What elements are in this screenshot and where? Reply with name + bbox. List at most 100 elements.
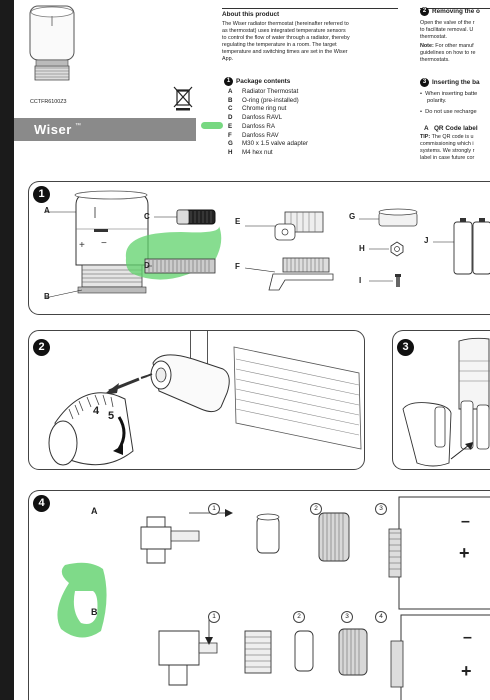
item-key: D xyxy=(228,114,233,122)
part-label-b: B xyxy=(44,292,50,301)
dial-number-4: 4 xyxy=(93,405,100,417)
part-label-h: H xyxy=(359,244,365,253)
note-line: thermostats. xyxy=(420,57,450,63)
item-key: A xyxy=(228,88,233,95)
bullet-text: When inserting batte xyxy=(425,91,478,97)
highlight-mark xyxy=(201,122,223,129)
note-label: Note: xyxy=(420,43,434,49)
brand-bar: Wiser ™ xyxy=(14,118,196,141)
removing-drawing: 4 5 xyxy=(48,331,362,466)
item-key: E xyxy=(228,122,233,130)
item-key: F xyxy=(228,131,232,139)
note-line: guidelines on how to re xyxy=(420,50,476,56)
item-label: Danfoss RA xyxy=(242,122,276,130)
about-line: App. xyxy=(222,56,234,62)
qr-title: QR Code label xyxy=(433,125,478,132)
qr-line: commissioning which i xyxy=(420,141,474,147)
panel-removing-illustration: 2 4 5 xyxy=(28,330,365,470)
battery-drawing xyxy=(402,337,490,467)
row-b-label: B xyxy=(91,607,98,617)
thermostat-product-icon xyxy=(29,5,75,81)
dial-number-5: 5 xyxy=(108,410,114,422)
inserting-title: Inserting the ba xyxy=(432,79,480,87)
step-number-b4: 4 xyxy=(375,611,387,623)
list-item: F Danfoss RAV xyxy=(228,132,408,141)
panel-number: 4 xyxy=(33,495,50,512)
removing-line: Open the valve of the r xyxy=(420,20,475,26)
plus-sign: + xyxy=(461,661,472,681)
step-number-b2: 2 xyxy=(293,611,305,623)
qr-line: The QR code is u xyxy=(430,134,474,140)
bullet-text: Do not use recharge xyxy=(425,108,477,115)
qr-body: TIP: The QR code is u commissioning whic… xyxy=(420,134,490,162)
item-label: M4 hex nut xyxy=(242,148,273,156)
item-key: C xyxy=(228,105,233,113)
qr-heading: A QR Code label xyxy=(424,125,478,133)
about-rule xyxy=(222,8,398,9)
item-label: Danfoss RAVL xyxy=(242,114,283,122)
tip-label: TIP: xyxy=(420,134,431,140)
qr-line: label in case future cor xyxy=(420,155,475,161)
part-label-d: D xyxy=(144,261,150,270)
qr-key: A xyxy=(424,125,429,132)
removing-note: Note: For other manuf xyxy=(420,43,490,50)
minus-sign: – xyxy=(463,629,472,646)
step-number-a3: 3 xyxy=(375,503,387,515)
step-number-a1: 1 xyxy=(208,503,220,515)
list-item: E Danfoss RA xyxy=(228,123,408,132)
part-label-a: A xyxy=(44,206,50,215)
removing-line: thermostat. xyxy=(420,34,447,40)
brand-logo: Wiser xyxy=(34,122,72,137)
row-a-label: A xyxy=(91,506,98,516)
svg-text:+: + xyxy=(79,240,85,251)
panel-adapter-illustration: 4 A B xyxy=(28,490,490,700)
removing-step-number: 2 xyxy=(420,7,429,16)
svg-text:−: − xyxy=(101,238,107,249)
page-edge-strip xyxy=(0,0,14,700)
adapter-drawing xyxy=(57,496,490,700)
item-label: Chrome ring nut xyxy=(242,105,287,113)
brand-trademark: ™ xyxy=(75,123,81,129)
item-key: B xyxy=(228,96,233,104)
step-number-a2: 2 xyxy=(310,503,322,515)
model-code: CCTFR6100Z3 xyxy=(30,99,67,105)
part-label-g: G xyxy=(349,212,356,221)
part-label-i: I xyxy=(359,276,362,285)
about-line: temperature and switching times are set … xyxy=(222,49,348,55)
plus-sign: + xyxy=(459,543,470,563)
list-item: A Radiator Thermostat xyxy=(228,88,408,97)
panel-battery-illustration: 3 xyxy=(392,330,490,470)
panel-number: 1 xyxy=(33,186,50,203)
package-title: Package contents xyxy=(236,78,291,86)
bullet-text: polarity. xyxy=(427,98,447,105)
part-label-e: E xyxy=(235,217,241,226)
removing-title: Removing the o xyxy=(432,8,480,16)
removing-line: to facilitate removal. U xyxy=(420,27,474,33)
part-label-f: F xyxy=(235,262,240,271)
minus-sign: – xyxy=(461,513,470,530)
bullet-item: • Do not use recharge xyxy=(420,108,477,115)
item-label: O-ring (pre-installed) xyxy=(242,96,299,104)
inserting-step-number: 3 xyxy=(420,78,429,87)
item-label: Danfoss RAV xyxy=(242,131,279,139)
part-label-j: J xyxy=(424,236,429,245)
bullet-item: • When inserting batte xyxy=(420,91,478,97)
item-label: Radiator Thermostat xyxy=(242,88,299,95)
note-line: For other manuf xyxy=(433,43,474,49)
removing-body: Open the valve of the r to facilitate re… xyxy=(420,20,490,64)
list-item: C Chrome ring nut xyxy=(228,105,408,114)
package-step-number: 1 xyxy=(224,77,233,86)
package-parts-drawing: + − xyxy=(44,190,490,299)
panel-package-illustration: 1 + − xyxy=(28,181,490,315)
about-line: as thermostat) uses integrated temperatu… xyxy=(222,28,346,34)
about-line: to control the flow of water through a r… xyxy=(222,35,350,41)
item-label: M30 x 1.5 valve adapter xyxy=(242,140,309,148)
qr-line: systems. We strongly r xyxy=(420,148,475,154)
panel-number: 2 xyxy=(33,339,50,356)
